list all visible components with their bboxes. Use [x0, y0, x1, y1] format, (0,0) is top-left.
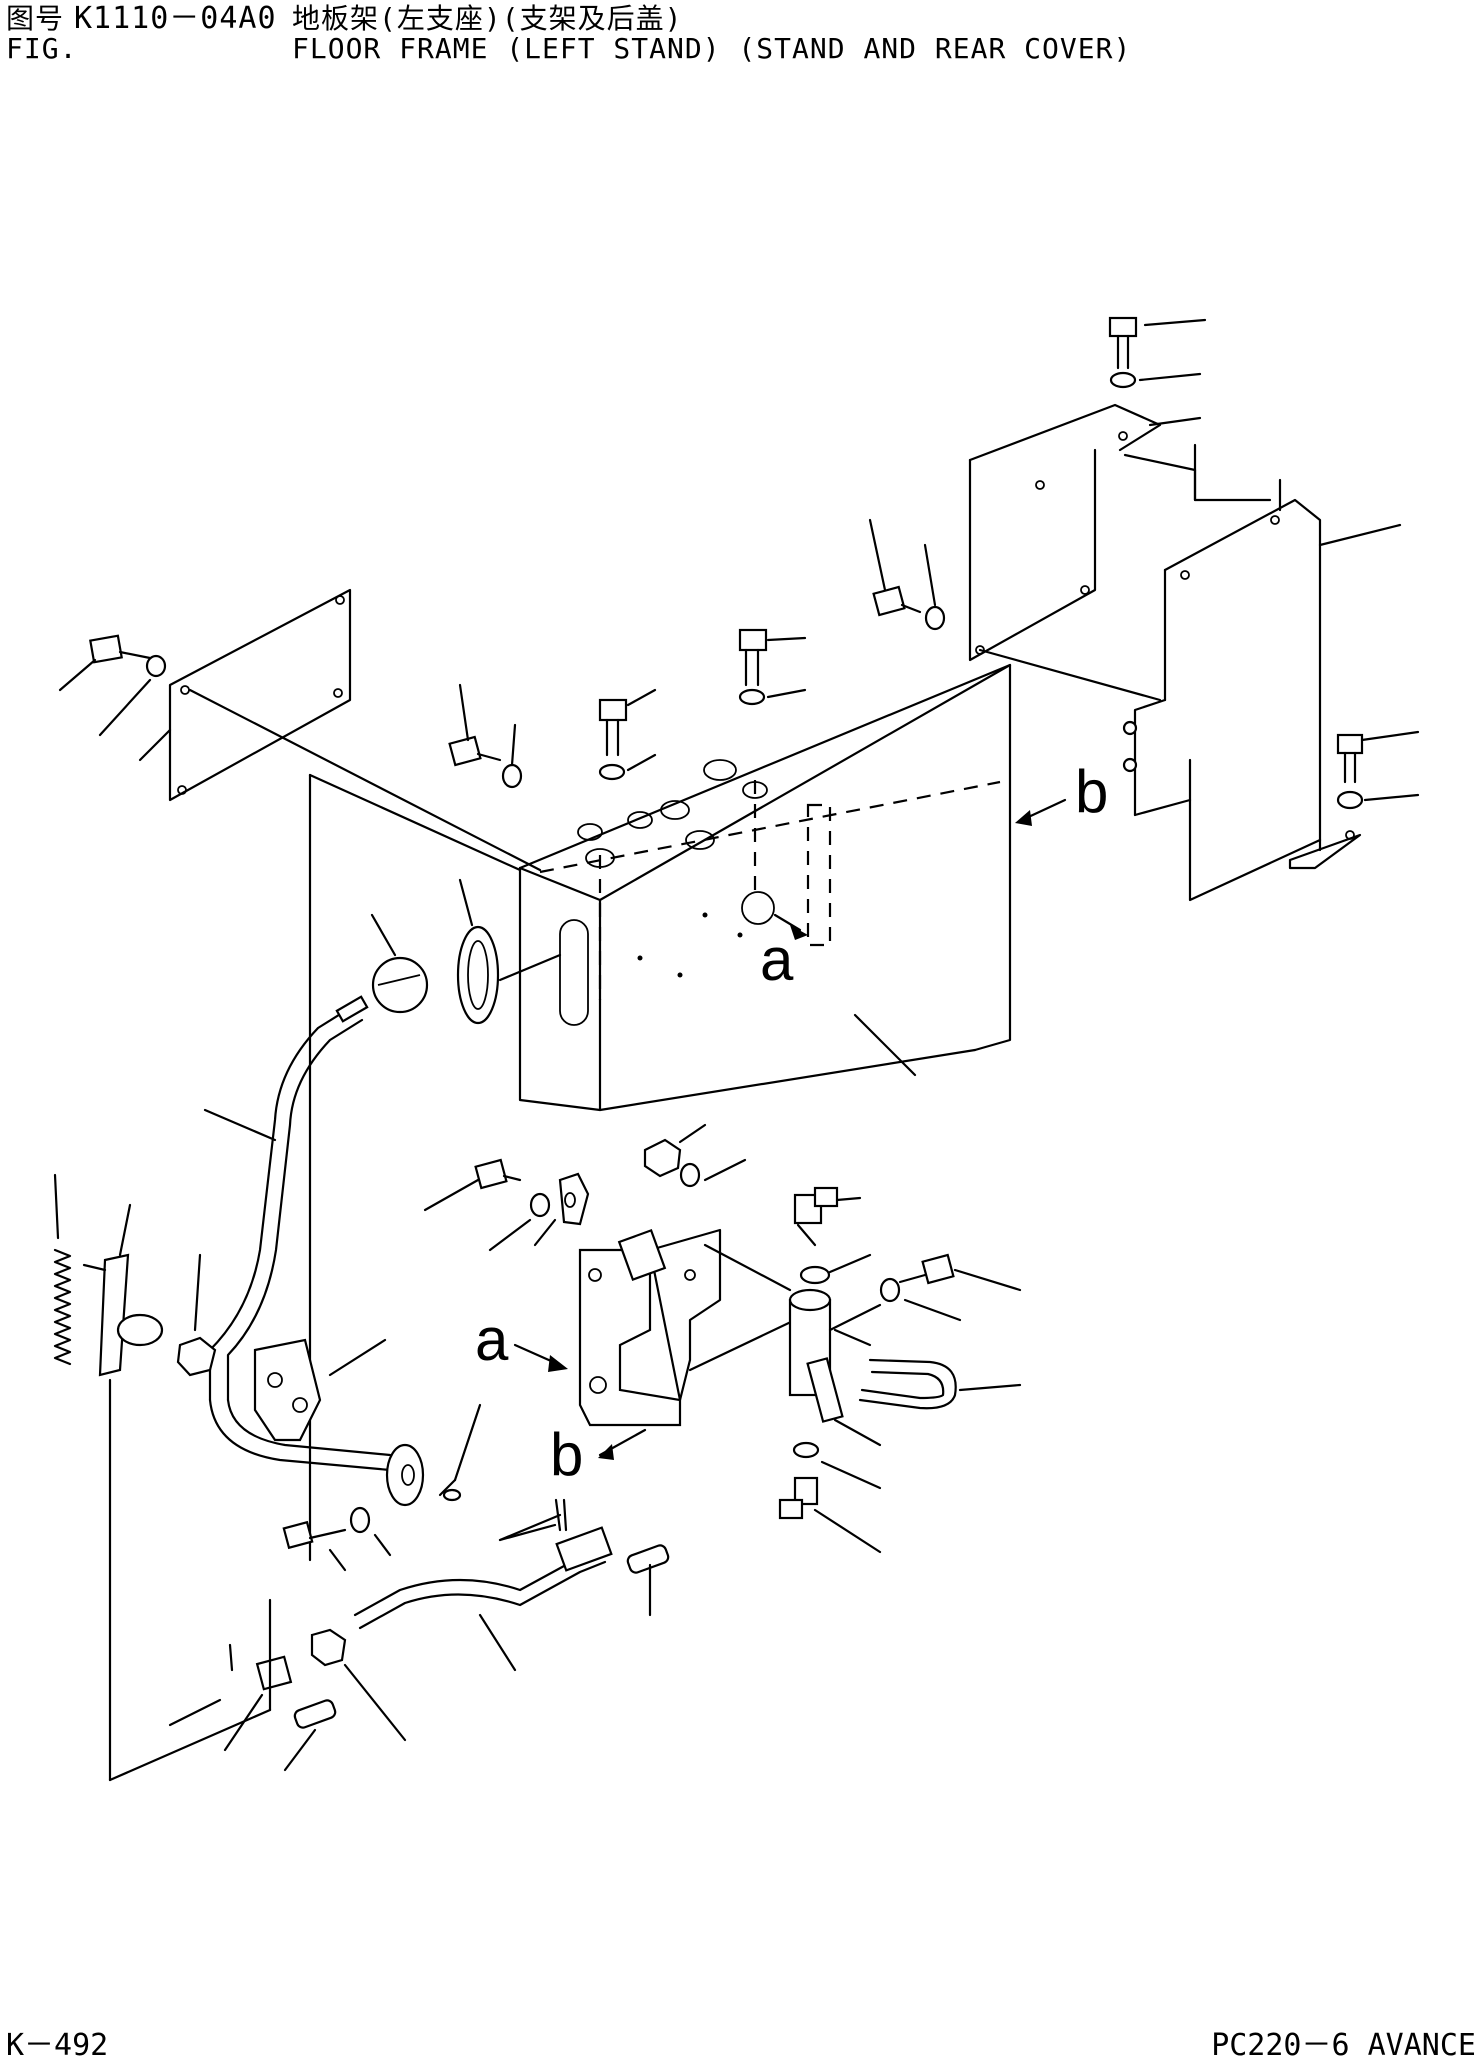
bolt-washer-lower-left	[282, 1506, 392, 1572]
bolt-washer-valve	[879, 1253, 1022, 1322]
figure-number-label-cn: 图号	[6, 2, 65, 35]
figure-title-en: FLOOR FRAME (LEFT STAND) (STAND AND REAR…	[292, 32, 1132, 65]
figure-code: K1110－04A0	[74, 1, 277, 36]
bolt-lower-left	[283, 1699, 337, 1772]
rear-cover	[968, 403, 1272, 702]
right-side-panel	[1122, 478, 1402, 902]
mount-bracket	[578, 1228, 797, 1427]
lever-arm	[82, 1203, 164, 1782]
bolt-washer-top-left	[58, 634, 172, 762]
elbow-fitting-lower	[778, 1476, 882, 1554]
figure-number-label-en: FIG.	[6, 32, 78, 65]
callout-b-lower: b	[550, 1421, 647, 1488]
pin-lower	[626, 1544, 670, 1617]
clip-lower-left	[108, 1598, 407, 1782]
callout-b-upper-label: b	[1075, 758, 1108, 825]
small-pin-center	[554, 1498, 568, 1532]
bolt-washer-mid-right	[868, 518, 946, 631]
bolt-washer-center	[423, 1158, 551, 1252]
u-pipe	[858, 1358, 1022, 1410]
grommet	[456, 878, 562, 1025]
figure-header: 图号 K1110－04A0 地板架(左支座)(支架及后盖) FIG. FLOOR FR…	[6, 4, 1131, 64]
left-cover-plate	[168, 588, 542, 1562]
rod-bracket	[253, 1338, 387, 1442]
lower-rod	[353, 1513, 613, 1672]
clevis-end	[385, 1403, 482, 1507]
callout-a-lower: a	[475, 1306, 568, 1373]
callout-a-upper-label: a	[760, 926, 794, 993]
clamp-clip	[533, 1172, 590, 1247]
nut-left	[176, 1253, 217, 1377]
model-name: PC220－6 AVANCE	[1211, 2028, 1476, 2063]
page-number: K－492	[6, 2028, 109, 2063]
elbow-fitting-upper	[793, 1186, 862, 1247]
callout-b-upper: b	[1015, 758, 1108, 826]
spring	[53, 1173, 72, 1366]
o-ring-upper	[799, 1253, 872, 1285]
callout-b-lower-label: b	[550, 1421, 583, 1488]
nut-washer-center	[643, 1123, 747, 1188]
bolt-washer-far-right	[1336, 730, 1420, 840]
valve-body	[788, 1288, 882, 1447]
stand-box	[518, 663, 1012, 1112]
lever-rod	[203, 995, 392, 1472]
callout-a-lower-label: a	[475, 1306, 509, 1373]
bolt-top-right	[1108, 316, 1207, 441]
figure-title-cn: 地板架(左支座)(支架及后盖)	[292, 2, 683, 35]
ball-knob	[370, 913, 429, 1014]
bolts-on-box	[448, 628, 807, 789]
o-ring-lower	[792, 1441, 882, 1490]
callout-a-upper: a	[760, 913, 808, 993]
